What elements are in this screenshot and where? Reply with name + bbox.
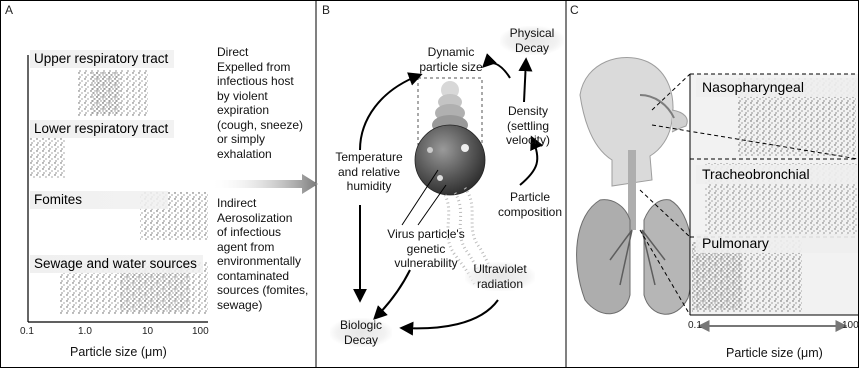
lower-tract-particle-cloud [30, 132, 66, 178]
direct-transmission-text: Direct Expelled from infectious host by … [217, 45, 303, 161]
band-label-pulmonary: Pulmonary [696, 234, 858, 253]
physical-decay-label: Physical Decay [500, 26, 564, 55]
dynamic-particle-size-label: Dynamic particle size [408, 45, 494, 74]
panel-a-letter: A [5, 3, 13, 17]
panel-a-tick-0.1: 0.1 [20, 326, 34, 337]
panel-a-tick-10: 10 [142, 326, 153, 337]
transfer-arrow [210, 174, 318, 194]
panel-c-letter: C [570, 3, 579, 17]
indirect-transmission-text: Indirect Aerosolization of infectious ag… [217, 196, 308, 312]
biologic-decay-label: Biologic Decay [330, 318, 392, 347]
density-label: Density (settling velocity) [500, 104, 556, 148]
panel-b-letter: B [322, 3, 330, 17]
genetic-vulnerability-label: Virus particle's genetic vulnerability [376, 227, 476, 271]
band-label-sewage-water: Sewage and water sources [30, 255, 203, 273]
particle-composition-label: Particle composition [496, 190, 564, 219]
band-label-fomites: Fomites [30, 191, 168, 209]
band-label-nasopharyngeal: Nasopharyngeal [696, 78, 858, 97]
band-label-upper-respiratory: Upper respiratory tract [30, 50, 174, 68]
panel-a-tick-1.0: 1.0 [78, 326, 92, 337]
temperature-humidity-label: Temperature and relative humidity [326, 150, 412, 194]
panel-c-tick-0.1: 0.1 [688, 320, 702, 331]
virus-particle [415, 125, 485, 195]
human-anatomy-illustration [577, 57, 693, 314]
panel-a-tick-100: 100 [192, 326, 209, 337]
band-label-tracheobronchial: Tracheobronchial [696, 165, 858, 184]
panel-c-axis-title: Particle size (μm) [726, 346, 823, 360]
band-label-lower-respiratory: Lower respiratory tract [30, 120, 174, 138]
panel-a-axis-title: Particle size (μm) [70, 345, 167, 359]
panel-c-tick-100: 100 [842, 320, 859, 331]
ultraviolet-radiation-label: Ultraviolet radiation [465, 262, 535, 291]
